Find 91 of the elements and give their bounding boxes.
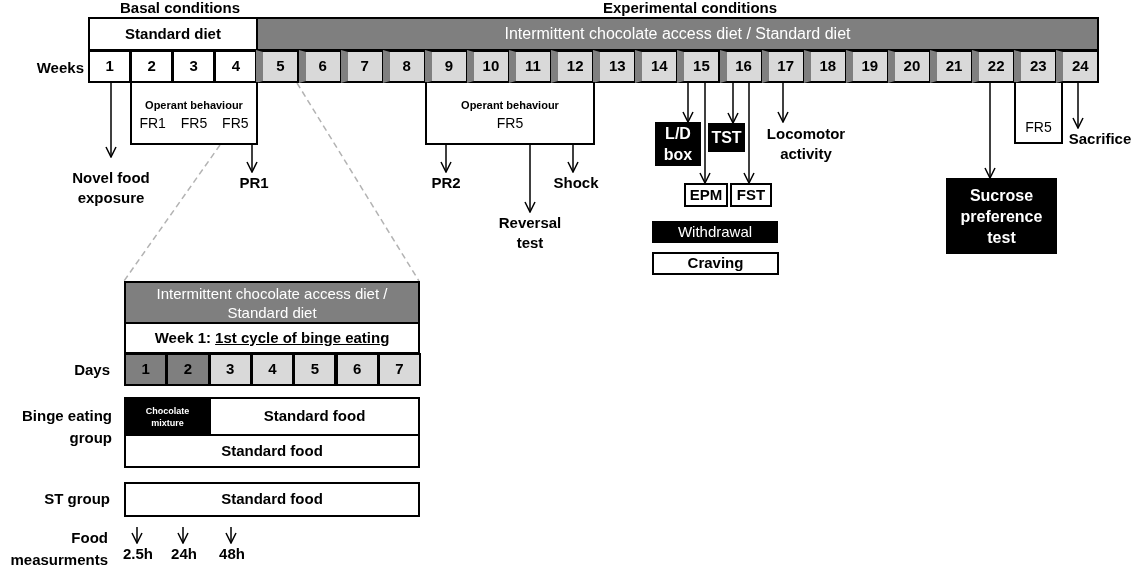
week-cell: 23 (1014, 50, 1058, 83)
diet-bar: Standard diet (88, 17, 258, 51)
arrow (131, 526, 143, 544)
event-label: PR1 (232, 172, 276, 194)
ratio-label: FR5 (222, 113, 249, 133)
operant-box (130, 82, 258, 145)
event-label: PR2 (424, 172, 468, 194)
arrow (524, 144, 536, 213)
arrow (984, 82, 996, 179)
food-bar: Standard food (124, 434, 420, 468)
food-bar: Standard food (124, 482, 420, 517)
week-cell: 12 (551, 50, 595, 83)
week-cell: 14 (635, 50, 679, 83)
event-label: Novel food exposure (72, 157, 150, 219)
phase-bar: Craving (652, 252, 779, 275)
row-label: Binge eating group (21, 406, 112, 448)
week-cell: 10 (466, 50, 510, 83)
day-cell: 4 (250, 353, 295, 386)
arrow (105, 82, 117, 158)
arrow (777, 82, 789, 123)
operant-box (425, 82, 595, 145)
connector-line (296, 82, 420, 282)
test-box: EPM (684, 183, 728, 207)
week-cell: 1 (88, 50, 132, 83)
day-cell: 6 (335, 353, 379, 386)
test-box: FST (730, 183, 772, 207)
event-label: Reversal test (492, 212, 568, 254)
event-label: Shock (550, 172, 602, 194)
row-label: Days (73, 360, 110, 380)
week-cell: 19 (845, 50, 889, 83)
week-cell: 4 (214, 50, 258, 83)
arrow (567, 144, 579, 173)
arrow (727, 82, 739, 124)
row-label: Experimental conditions (601, 0, 779, 16)
diet-bar: Intermittent chocolate access diet / Standard diet (256, 17, 1099, 51)
day-cell: 2 (166, 353, 210, 386)
test-box: TST (708, 123, 745, 152)
arrow (699, 82, 711, 184)
row-label: Weeks (35, 58, 84, 78)
week-cell: 18 (803, 50, 847, 83)
arrow (177, 526, 189, 544)
row-label: Food measurments (9, 528, 108, 568)
row-label: ST group (43, 489, 110, 509)
arrow (743, 82, 755, 184)
event-label: Sacrifice (1064, 128, 1136, 150)
week-cell: 5 (256, 50, 300, 83)
week-cell: 16 (719, 50, 763, 83)
ratio-label: FR5 (180, 113, 208, 133)
arrow (246, 144, 258, 173)
food-bar: Standard food (209, 397, 420, 436)
week-cell: 2 (130, 50, 174, 83)
week-heading-bar (124, 322, 420, 354)
week-cell: 7 (340, 50, 384, 83)
week-cell: 17 (761, 50, 805, 83)
day-cell: 5 (293, 353, 337, 386)
day-cell: 1 (124, 353, 168, 386)
time-label: 24h (164, 543, 204, 565)
arrow (440, 144, 452, 173)
week-cell: 13 (593, 50, 637, 83)
arrow (682, 82, 694, 123)
week-cell: 11 (509, 50, 553, 83)
phase-bar: Withdrawal (652, 221, 778, 243)
time-label: 2.5h (116, 543, 160, 565)
week-cell: 3 (172, 50, 216, 83)
day-cell: 7 (377, 353, 422, 386)
connector-line (123, 144, 221, 282)
week-cell: 6 (298, 50, 342, 83)
week-cell: 15 (677, 50, 721, 83)
week-cell: 9 (424, 50, 468, 83)
week-cell: 21 (930, 50, 974, 83)
day-cell: 3 (208, 353, 252, 386)
ratio-label: FR1 (139, 113, 166, 133)
week-cell: 24 (1056, 50, 1100, 83)
row-label: Basal conditions (119, 0, 241, 16)
week-label: Week 1: (154, 327, 212, 348)
test-box: L/D box (655, 122, 701, 166)
arrow (225, 526, 237, 544)
test-box: Sucrose preference test (946, 178, 1057, 254)
time-label: 48h (212, 543, 252, 565)
week-cell: 22 (972, 50, 1016, 83)
ratio-label: FR5 (496, 113, 524, 133)
operant-box: FR5 (1014, 82, 1063, 144)
box-heading: Operant behaviour (461, 97, 559, 113)
arrow (1072, 82, 1084, 129)
diet-bar: Intermittent chocolate access diet / Standard diet (124, 281, 420, 324)
cycle-label: 1st cycle of binge eating (215, 327, 390, 348)
food-bar: Chocolate mixture (124, 397, 211, 436)
box-heading: Operant behaviour (145, 97, 243, 113)
week-cell: 20 (887, 50, 931, 83)
week-cell: 8 (382, 50, 426, 83)
event-label: Locomotor activity (756, 122, 856, 166)
